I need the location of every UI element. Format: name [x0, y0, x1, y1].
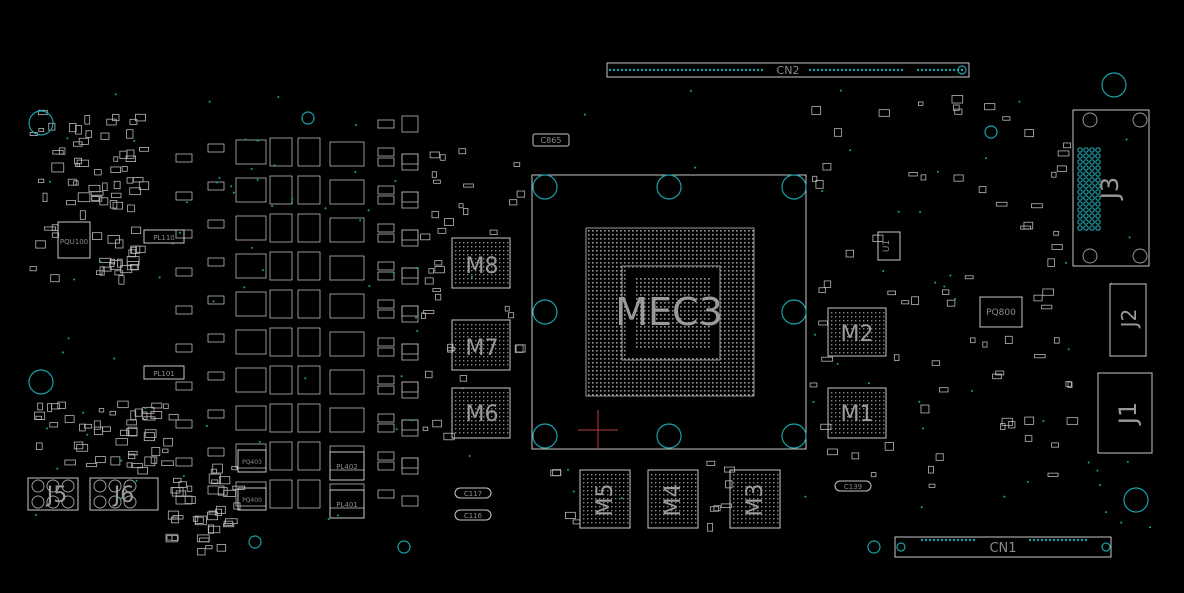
pq400-label: PQ400	[242, 497, 262, 504]
pq403-label: PQ403	[242, 459, 262, 466]
connector-j1[interactable]: J1	[1097, 372, 1153, 454]
memory-m8[interactable]: M8	[451, 237, 511, 289]
component-field	[29, 89, 1151, 556]
cn2-pins	[608, 65, 967, 75]
memory-m3[interactable]: M3	[729, 469, 781, 529]
c139-label: C139	[844, 483, 862, 491]
gpu-label: MEC3	[615, 290, 723, 334]
cap-c865[interactable]: C865	[532, 133, 570, 147]
m6-label: M6	[466, 402, 499, 427]
m8-label: M8	[466, 254, 499, 279]
c117-label: C117	[464, 490, 482, 498]
pqu100-label: PQU100	[60, 238, 88, 246]
pl101-label: PL101	[153, 370, 174, 378]
memory-m7[interactable]: M7	[451, 319, 511, 371]
j3-label: J3	[1096, 177, 1124, 201]
m5-label: M5	[593, 484, 618, 517]
cn1-pins	[896, 538, 1111, 552]
cap-c117[interactable]: C117	[454, 487, 492, 499]
memory-m2[interactable]: M2	[827, 307, 887, 357]
memory-m4[interactable]: M4	[647, 469, 699, 529]
cap-c139[interactable]: C139	[834, 480, 872, 492]
m2-label: M2	[841, 322, 874, 347]
inductor-pl402[interactable]: PL402	[329, 451, 365, 481]
memory-m6[interactable]: M6	[451, 387, 511, 439]
j2-label: J2	[1117, 309, 1141, 330]
mounting-holes	[28, 72, 1149, 554]
pl401-label: PL401	[336, 501, 357, 509]
connector-j3[interactable]: J3	[1072, 109, 1150, 267]
ic-pqu100[interactable]: PQU100	[57, 221, 91, 259]
pl402-label: PL402	[336, 463, 357, 471]
m7-label: M7	[466, 336, 499, 361]
gpu-bga-grid	[585, 227, 755, 397]
mosfet-pq400[interactable]: PQ400	[237, 487, 267, 511]
cn2-label: CN2	[777, 64, 800, 77]
m4-label: M4	[661, 484, 686, 517]
memory-m5[interactable]: M5	[579, 469, 631, 529]
ic-u1[interactable]: U1	[877, 231, 901, 261]
cap-c116[interactable]: C116	[454, 509, 492, 521]
mosfet-pq800[interactable]: PQ800	[979, 296, 1023, 328]
j6-label: J6	[112, 483, 135, 508]
mosfet-pq403[interactable]: PQ403	[237, 449, 267, 473]
m1-label: M1	[841, 402, 874, 427]
cn1-label: CN1	[989, 541, 1016, 556]
c116-label: C116	[464, 512, 483, 520]
inductor-pl101[interactable]: PL101	[143, 365, 185, 380]
connector-j5[interactable]: J5	[27, 477, 79, 511]
m3-label: M3	[743, 484, 768, 517]
inductor-pl401[interactable]: PL401	[329, 489, 365, 519]
gpu-package[interactable]: MEC3	[531, 174, 807, 450]
inductor-pl110[interactable]: PL110	[143, 229, 185, 244]
connector-cn2[interactable]: CN2	[606, 62, 970, 78]
connector-cn1[interactable]: CN1	[894, 536, 1112, 558]
j5-label: J5	[45, 483, 68, 508]
pl110-label: PL110	[153, 234, 174, 242]
memory-m1[interactable]: M1	[827, 387, 887, 439]
gpu-origin-marker	[578, 410, 618, 450]
j3-pins	[1077, 112, 1148, 264]
connector-j2[interactable]: J2	[1109, 283, 1147, 357]
connector-j6[interactable]: J6	[89, 477, 159, 511]
pq800-label: PQ800	[986, 308, 1016, 318]
u1-label: U1	[882, 240, 892, 252]
c865-label: C865	[541, 136, 562, 145]
j1-label: J1	[1114, 402, 1142, 426]
